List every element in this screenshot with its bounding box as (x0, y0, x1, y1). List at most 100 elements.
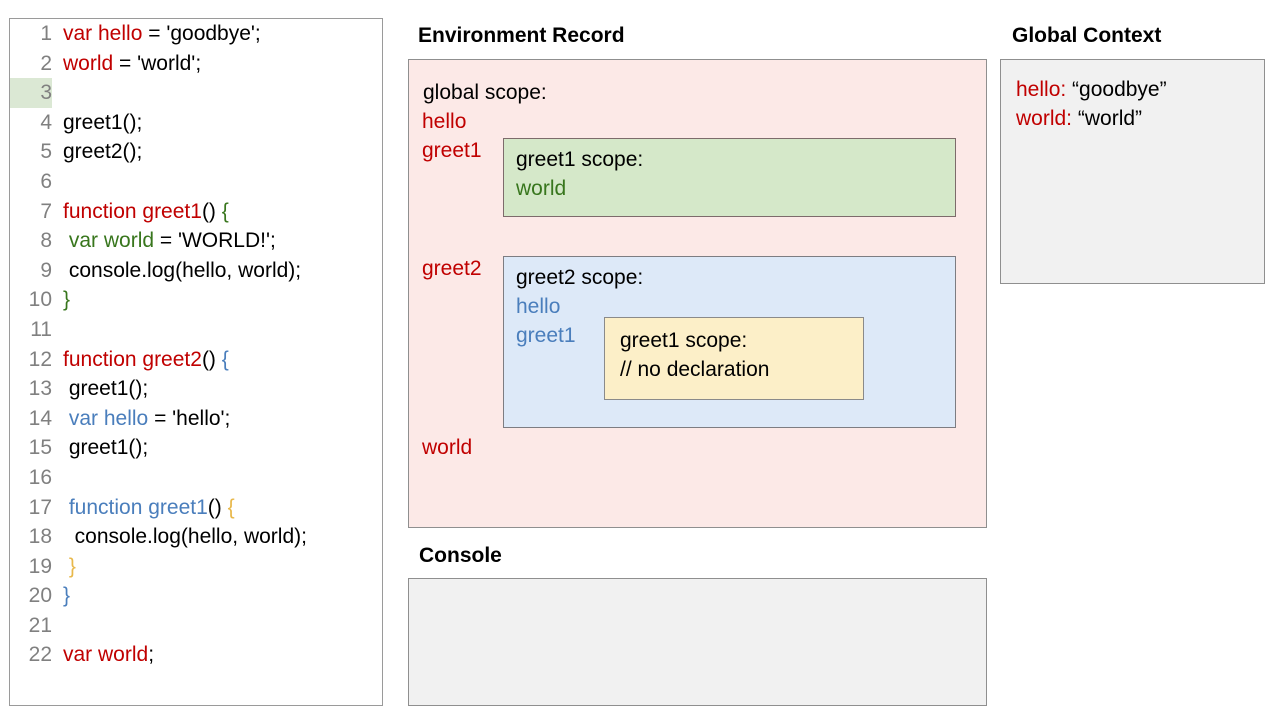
code-line-text: var hello = 'hello'; (52, 404, 231, 434)
global-binding-greet2: greet2 (422, 257, 482, 280)
code-line-number: 18 (28, 525, 52, 549)
code-token: = 'hello'; (148, 406, 231, 430)
code-line-text: world = 'world'; (52, 49, 201, 79)
code-line-number: 20 (28, 584, 52, 608)
code-line-number: 13 (28, 377, 52, 401)
global-scope-label: global scope: (423, 81, 547, 104)
global-context-value-hello: “goodbye” (1072, 78, 1167, 101)
code-line-text: greet1(); (52, 374, 148, 404)
code-line-number: 7 (40, 199, 52, 223)
code-line-text: console.log(hello, world); (52, 256, 301, 286)
code-token: = 'WORLD!'; (154, 229, 276, 253)
greet1-binding-world: world (516, 177, 567, 200)
code-line[interactable]: 15 greet1(); (10, 433, 382, 463)
code-line[interactable]: 20} (10, 581, 382, 611)
code-token: { (221, 199, 229, 223)
code-line-text: } (52, 552, 76, 582)
code-line[interactable]: 21 (10, 611, 382, 641)
code-line-number: 9 (40, 258, 52, 282)
code-line-number: 21 (28, 613, 52, 637)
code-line-number: 19 (28, 554, 52, 578)
code-line[interactable]: 11 (10, 315, 382, 345)
code-token: { (221, 347, 229, 371)
code-line-text: var hello = 'goodbye'; (52, 19, 261, 49)
code-token: { (227, 495, 235, 519)
code-token: = 'world'; (113, 51, 202, 75)
code-token: var hello (68, 406, 149, 430)
code-line-number: 22 (28, 643, 52, 667)
code-token: () (201, 347, 222, 371)
greet2-scope-box: greet2 scope: hello greet1 greet1 scope:… (503, 256, 956, 428)
code-line[interactable]: 13 greet1(); (10, 374, 382, 404)
code-line-text: var world = 'WORLD!'; (52, 226, 276, 256)
code-line-text: function greet2() { (52, 345, 229, 375)
code-line[interactable]: 4 greet1(); (10, 108, 382, 138)
code-line-text: console.log(hello, world); (52, 522, 307, 552)
code-line-text: function greet1() { (52, 493, 235, 523)
code-line-number: 1 (40, 22, 52, 45)
code-line-number: 15 (28, 436, 52, 460)
global-binding-greet1: greet1 (422, 139, 482, 162)
code-token: var hello (63, 22, 143, 45)
code-line[interactable]: 8 var world = 'WORLD!'; (10, 226, 382, 256)
code-line-number: 10 (28, 288, 52, 312)
code-line[interactable]: 9 console.log(hello, world); (10, 256, 382, 286)
code-line[interactable]: 6 (10, 167, 382, 197)
global-context-key-hello: hello: (1016, 78, 1067, 101)
code-token: } (63, 288, 71, 312)
code-line[interactable]: 10} (10, 285, 382, 315)
code-token: console.log(hello, world); (63, 525, 307, 549)
greet2-binding-hello: hello (516, 295, 561, 318)
code-token: = 'goodbye'; (142, 22, 261, 45)
code-line-number: 2 (40, 51, 52, 75)
greet1-nested-scope-box: greet1 scope: // no declaration (604, 317, 864, 400)
global-context-value-world: “world” (1077, 107, 1143, 130)
code-line[interactable]: 14 var hello = 'hello'; (10, 404, 382, 434)
code-token: } (63, 584, 71, 608)
code-line-text: } (52, 581, 70, 611)
code-line[interactable]: 5 greet2(); (10, 137, 382, 167)
global-context-box: hello: “goodbye” world: “world” (1000, 59, 1265, 284)
environment-record-box: global scope: hello greet1 greet2 world … (408, 59, 987, 528)
greet1-nested-no-declaration: // no declaration (620, 358, 770, 381)
code-token: function greet2 (63, 347, 202, 371)
code-token: function greet1 (68, 495, 208, 519)
code-token: greet1(); (63, 110, 143, 134)
code-line[interactable]: 16 (10, 463, 382, 493)
code-token: greet2(); (63, 140, 143, 164)
greet1-scope-box: greet1 scope: world (503, 138, 956, 217)
code-line-number: 8 (40, 229, 52, 253)
code-line-text: greet1(); (52, 433, 148, 463)
code-line-text: greet1(); (52, 108, 142, 138)
code-line-text: } (52, 285, 70, 315)
code-token: function greet1 (63, 199, 202, 223)
code-line-number: 6 (40, 169, 52, 193)
code-line-text: greet2(); (52, 137, 142, 167)
greet2-scope-label: greet2 scope: (516, 266, 644, 289)
code-line[interactable]: 19 } (10, 552, 382, 582)
code-line[interactable]: 3 (10, 78, 382, 108)
code-token: () (207, 495, 228, 519)
code-line[interactable]: 18 console.log(hello, world); (10, 522, 382, 552)
global-context-entry-hello: hello: “goodbye” (1016, 78, 1167, 102)
greet1-scope-label: greet1 scope: (516, 148, 644, 171)
code-token: console.log(hello, world); (63, 258, 302, 282)
code-line[interactable]: 17 function greet1() { (10, 493, 382, 523)
code-line-number: 5 (40, 140, 52, 164)
code-token: var world (68, 229, 155, 253)
console-output-box[interactable] (408, 578, 987, 706)
code-line-text: var world; (52, 640, 154, 670)
environment-record-title: Environment Record (418, 24, 625, 47)
code-line-number: 4 (40, 110, 52, 134)
code-token: () (201, 199, 222, 223)
code-token: world (63, 51, 114, 75)
code-line-number: 14 (28, 406, 52, 430)
code-line-text: function greet1() { (52, 197, 229, 227)
code-token: ; (148, 643, 155, 667)
